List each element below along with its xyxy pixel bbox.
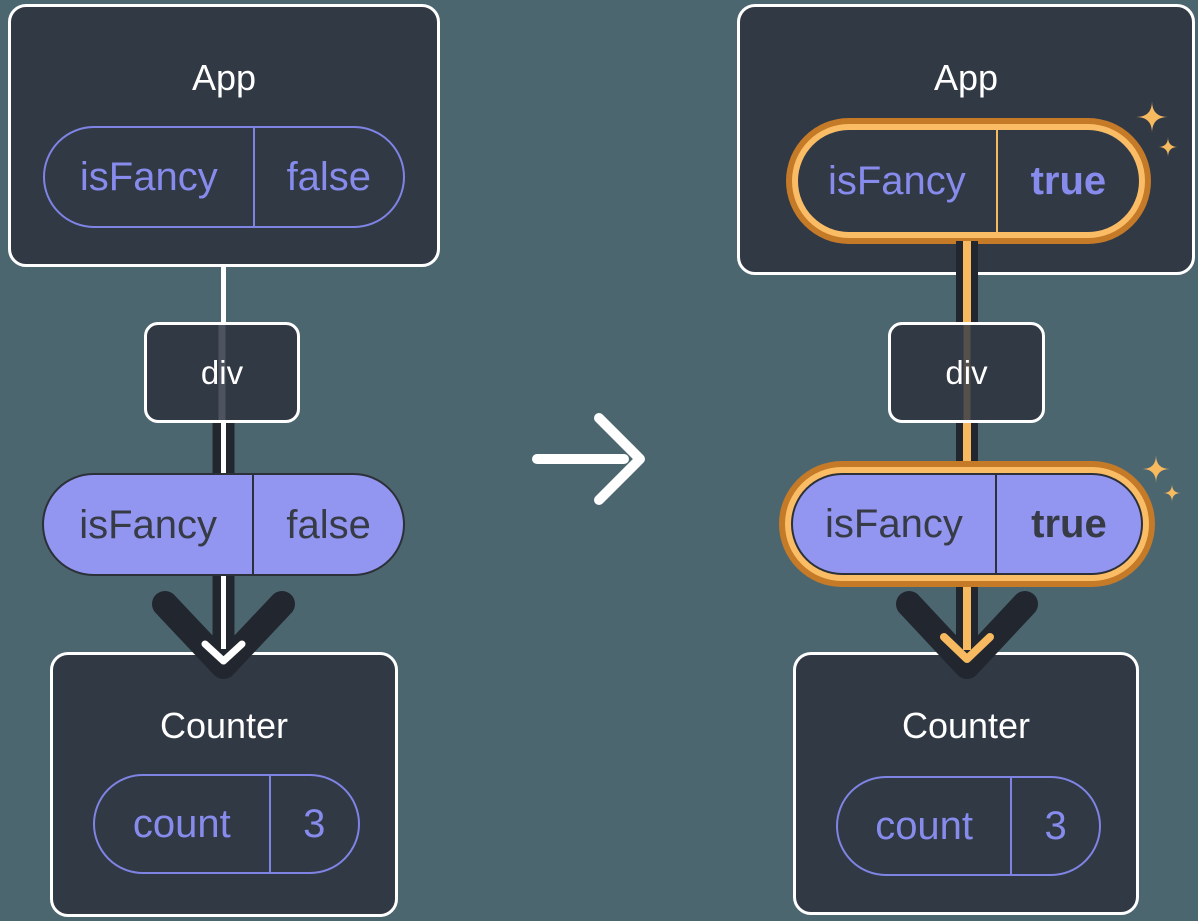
pass-through-line bbox=[963, 325, 970, 420]
counter-title: Counter bbox=[901, 705, 1031, 746]
passed-prop-pill-before: isFancy false bbox=[42, 473, 405, 576]
div-node-before: div bbox=[144, 322, 300, 423]
counter-state-pill-before: count 3 bbox=[93, 774, 360, 874]
highlight-ring: isFancy true bbox=[786, 118, 1151, 244]
sparkle-icon bbox=[1142, 455, 1170, 483]
app-card-before: App isFancy false bbox=[8, 4, 440, 267]
prop-value: true bbox=[995, 130, 1139, 232]
passed-prop-pill-after: isFancy true bbox=[791, 473, 1143, 575]
prop-name: isFancy bbox=[79, 502, 218, 547]
div-node-after: div bbox=[888, 322, 1045, 423]
prop-value: false bbox=[252, 475, 403, 574]
div-label: div bbox=[200, 353, 244, 391]
state-name: count bbox=[132, 802, 231, 846]
app-prop-pill-after: isFancy true bbox=[798, 130, 1139, 232]
highlight-ring: isFancy true bbox=[779, 461, 1155, 587]
prop-value: true bbox=[994, 475, 1141, 573]
prop-value: false bbox=[252, 128, 403, 226]
prop-name: isFancy bbox=[827, 159, 966, 203]
counter-state-pill-after: count 3 bbox=[836, 776, 1101, 876]
app-title: App bbox=[191, 57, 257, 98]
highlight-ring-inner: isFancy true bbox=[785, 467, 1149, 581]
pass-through-line bbox=[218, 325, 226, 420]
div-label: div bbox=[945, 353, 988, 391]
highlight-ring-inner: isFancy true bbox=[792, 124, 1145, 238]
counter-title: Counter bbox=[159, 705, 289, 746]
right-arrow-icon bbox=[532, 413, 645, 505]
app-title: App bbox=[933, 57, 999, 98]
app-prop-pill-before: isFancy false bbox=[43, 126, 405, 228]
prop-name: isFancy bbox=[79, 155, 218, 199]
prop-name: isFancy bbox=[825, 502, 963, 546]
state-name: count bbox=[875, 804, 974, 848]
state-value: 3 bbox=[268, 776, 358, 872]
state-value: 3 bbox=[1010, 778, 1099, 874]
counter-card-before: Counter count 3 bbox=[50, 652, 398, 917]
sparkle-icon bbox=[1163, 484, 1181, 502]
app-card-after: App isFancy true bbox=[737, 4, 1195, 275]
counter-card-after: Counter count 3 bbox=[793, 652, 1139, 915]
